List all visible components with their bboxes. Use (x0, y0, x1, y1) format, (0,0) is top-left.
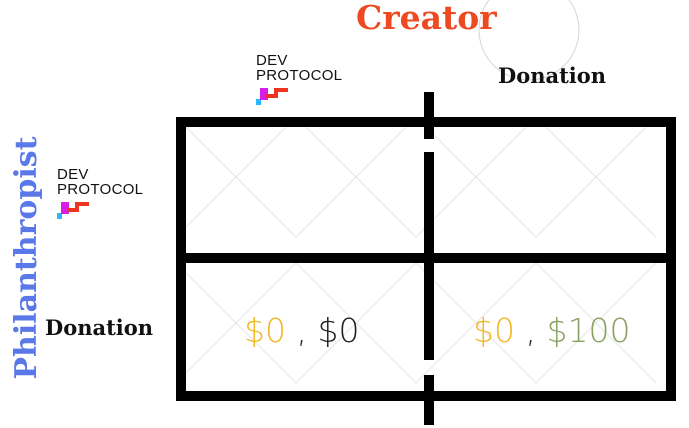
payoff-cell-donation-donation: $0 , $100 (473, 311, 630, 351)
creator-donation-label: Donation (498, 63, 607, 88)
philanthropist-donation-label: Donation (45, 315, 154, 340)
payoff-matrix-column-divider (424, 152, 434, 360)
philanthropist-payoff: $0 (244, 311, 286, 350)
logo-text-line1: DEV (256, 52, 288, 69)
payoff-separator: , (296, 311, 308, 350)
philanthropist-dev-protocol-logo: DEV PROTOCOL (57, 167, 197, 220)
creator-payoff: $100 (546, 311, 631, 350)
logo-text-line1: DEV (57, 166, 89, 183)
payoff-matrix-column-divider (424, 92, 434, 139)
creator-title: Creator (356, 0, 497, 37)
creator-dev-protocol-logo: DEV PROTOCOL (256, 53, 396, 106)
creator-payoff: $0 (317, 311, 360, 350)
dev-protocol-logo-icon (256, 88, 288, 105)
payoff-matrix-column-divider (424, 375, 434, 425)
logo-text-line2: PROTOCOL (256, 67, 343, 84)
dev-protocol-logo-icon (57, 202, 89, 219)
philanthropist-title: Philanthropist (9, 136, 44, 380)
philanthropist-payoff: $0 (473, 311, 515, 350)
decorative-circle (478, 0, 580, 81)
logo-text-line2: PROTOCOL (57, 181, 144, 198)
payoff-separator: , (525, 311, 537, 350)
payoff-cell-donation-devprotocol: $0 , $0 (244, 311, 360, 351)
